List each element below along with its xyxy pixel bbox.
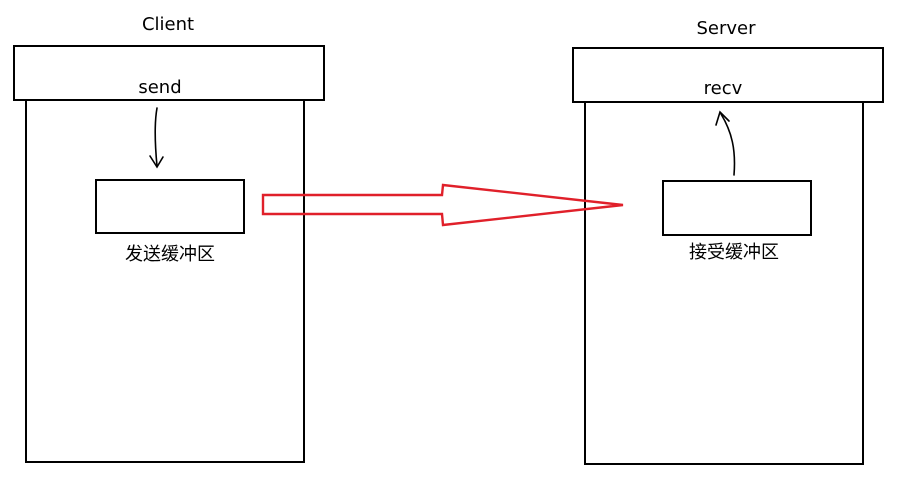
server-header-bar (572, 47, 884, 103)
server-title: Server (696, 18, 756, 39)
client-header-bar (13, 45, 325, 101)
client-title: Client (141, 14, 195, 35)
transfer-arrow (261, 183, 624, 227)
client-body (25, 99, 305, 463)
server-buffer-label: 接受缓冲区 (689, 242, 779, 263)
server-call-label: recv (703, 78, 743, 99)
client-buffer-label: 发送缓冲区 (125, 244, 215, 265)
server-recv-buffer (662, 180, 812, 236)
client-send-buffer (95, 179, 245, 234)
client-call-label: send (138, 77, 182, 98)
server-body (584, 100, 864, 465)
